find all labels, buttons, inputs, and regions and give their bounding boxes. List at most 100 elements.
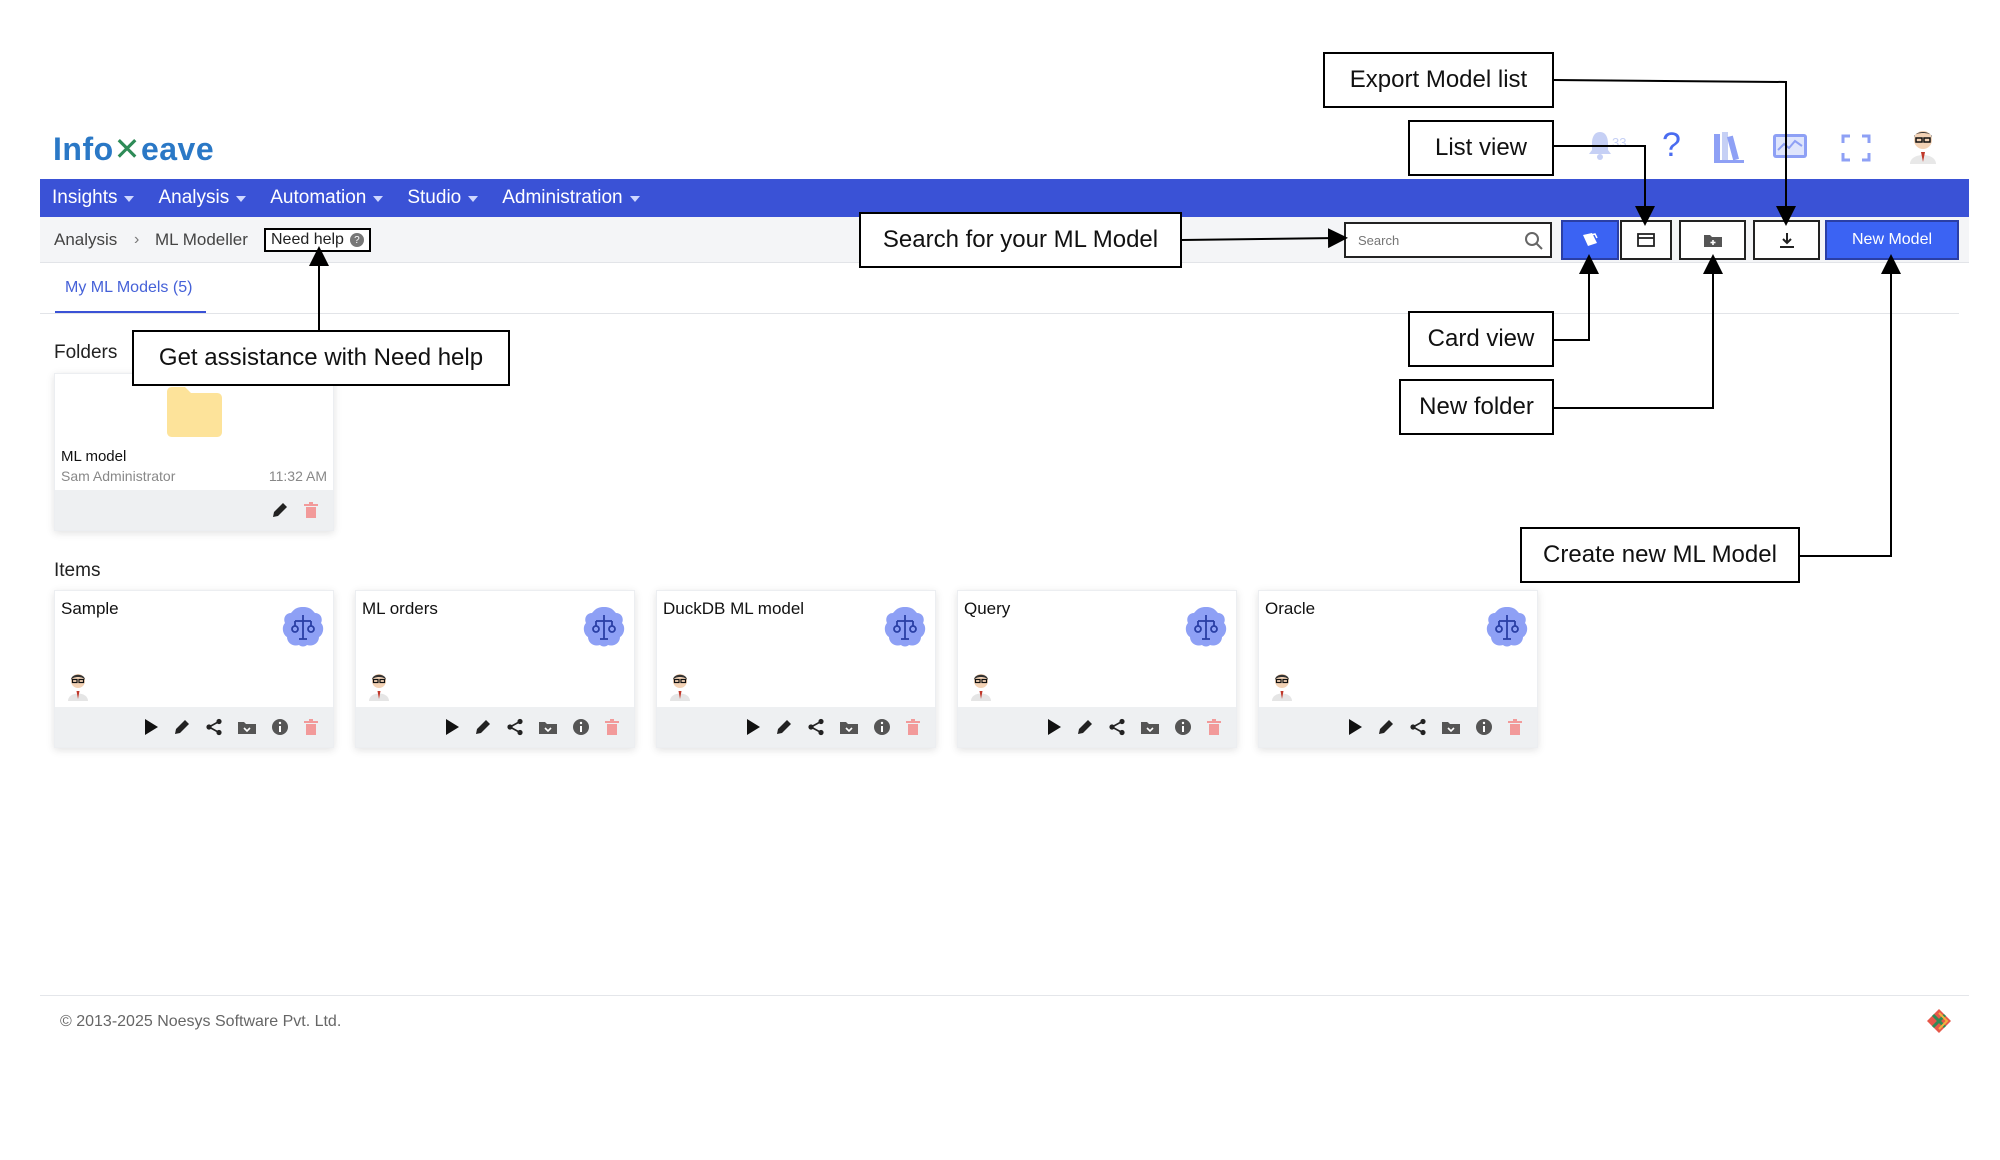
tab-my-ml-models[interactable]: My ML Models (5) [65, 279, 193, 296]
card-view-button[interactable] [1561, 220, 1619, 260]
folder-owner: Sam Administrator [61, 468, 176, 484]
info-icon[interactable] [873, 718, 891, 736]
ml-model-card-footer [55, 707, 333, 747]
delete-trash-icon[interactable] [303, 501, 319, 519]
share-icon[interactable] [205, 718, 223, 736]
callout-card-view: Card view [1408, 311, 1554, 367]
folder-card[interactable]: ML model Sam Administrator 11:32 AM [54, 373, 334, 531]
logo-text: Info✕eave [53, 130, 214, 168]
question-icon: ? [349, 233, 364, 247]
delete-trash-icon[interactable] [604, 718, 620, 736]
export-button[interactable] [1753, 220, 1820, 260]
user-avatar[interactable] [1906, 128, 1940, 169]
ml-model-title: Query [964, 599, 1011, 618]
library-icon[interactable] [1712, 130, 1748, 169]
move-to-folder-icon[interactable] [1140, 719, 1160, 735]
dashboard-display-icon[interactable] [1772, 132, 1808, 167]
items-heading: Items [54, 560, 101, 581]
ml-model-card[interactable]: Query [957, 590, 1237, 748]
logo-text-part1: Info [53, 131, 114, 167]
move-to-folder-icon[interactable] [237, 719, 257, 735]
nav-studio[interactable]: Studio [407, 187, 479, 209]
breadcrumb-analysis[interactable]: Analysis [54, 230, 118, 249]
help-icon[interactable]: ? [1662, 126, 1681, 164]
chevron-down-icon [124, 196, 135, 202]
edit-pencil-icon[interactable] [1076, 718, 1094, 736]
search-box[interactable] [1344, 222, 1552, 258]
owner-avatar [670, 674, 690, 701]
ml-model-card[interactable]: ML orders [355, 590, 635, 748]
share-icon[interactable] [506, 718, 524, 736]
ml-model-card-footer [958, 707, 1236, 747]
logo-mark: ✕ [113, 131, 141, 167]
edit-pencil-icon[interactable] [775, 718, 793, 736]
delete-trash-icon[interactable] [1507, 718, 1523, 736]
ml-brain-icon [1486, 607, 1528, 647]
delete-trash-icon[interactable] [1206, 718, 1222, 736]
folder-card-footer [55, 490, 333, 530]
ml-model-card[interactable]: Oracle [1258, 590, 1538, 748]
share-icon[interactable] [807, 718, 825, 736]
ml-model-card-footer [657, 707, 935, 747]
delete-trash-icon[interactable] [905, 718, 921, 736]
move-to-folder-icon[interactable] [839, 719, 859, 735]
run-play-icon[interactable] [1347, 718, 1363, 736]
search-input[interactable] [1358, 232, 1518, 248]
fullscreen-icon[interactable] [1841, 134, 1871, 167]
ml-model-title: DuckDB ML model [663, 599, 805, 618]
info-icon[interactable] [572, 718, 590, 736]
folders-heading: Folders [54, 342, 118, 363]
search-icon[interactable] [1524, 231, 1544, 251]
owner-avatar [1272, 674, 1292, 701]
edit-pencil-icon[interactable] [1377, 718, 1395, 736]
infoveave-logo[interactable]: Info✕eave [53, 126, 214, 172]
run-play-icon[interactable] [745, 718, 761, 736]
nav-insights[interactable]: Insights [52, 187, 135, 209]
list-view-icon [1637, 233, 1655, 247]
nav-administration[interactable]: Administration [502, 187, 640, 209]
footer-divider [40, 995, 1969, 996]
move-to-folder-icon[interactable] [1441, 719, 1461, 735]
need-help-label: Need help [271, 231, 344, 248]
ml-model-card[interactable]: Sample [54, 590, 334, 748]
copyright-text: © 2013-2025 Noesys Software Pvt. Ltd. [60, 1013, 342, 1030]
run-play-icon[interactable] [444, 718, 460, 736]
folder-name: ML model [61, 448, 127, 465]
chevron-down-icon [373, 196, 384, 202]
edit-pencil-icon[interactable] [271, 501, 289, 519]
move-to-folder-icon[interactable] [538, 719, 558, 735]
card-view-icon [1583, 233, 1598, 246]
edit-pencil-icon[interactable] [173, 718, 191, 736]
ml-model-card[interactable]: DuckDB ML model [656, 590, 936, 748]
tab-active-underline [55, 311, 206, 314]
share-icon[interactable] [1409, 718, 1427, 736]
run-play-icon[interactable] [1046, 718, 1062, 736]
ml-model-card-footer [356, 707, 634, 747]
nav-automation[interactable]: Automation [270, 187, 384, 209]
folder-icon [167, 387, 222, 437]
nav-analysis-label: Analysis [158, 187, 230, 208]
share-icon[interactable] [1108, 718, 1126, 736]
callout-new-folder: New folder [1399, 379, 1554, 435]
nav-insights-label: Insights [52, 187, 118, 208]
nav-analysis[interactable]: Analysis [158, 187, 247, 209]
logo-text-part2: eave [140, 131, 215, 167]
chevron-down-icon [468, 196, 479, 202]
list-view-button[interactable] [1620, 220, 1672, 260]
callout-need-help: Get assistance with Need help [132, 330, 510, 386]
folder-time: 11:32 AM [268, 468, 327, 484]
ml-brain-icon [884, 607, 926, 647]
download-icon [1779, 233, 1794, 248]
tab-divider [40, 313, 1959, 314]
delete-trash-icon[interactable] [303, 718, 319, 736]
info-icon[interactable] [271, 718, 289, 736]
run-play-icon[interactable] [143, 718, 159, 736]
info-icon[interactable] [1174, 718, 1192, 736]
infoveave-footer-logo-icon [1925, 1007, 1953, 1040]
new-folder-icon [1703, 235, 1722, 247]
info-icon[interactable] [1475, 718, 1493, 736]
callout-create-new-ml-model: Create new ML Model [1520, 527, 1800, 583]
edit-pencil-icon[interactable] [474, 718, 492, 736]
nav-administration-label: Administration [502, 187, 623, 208]
